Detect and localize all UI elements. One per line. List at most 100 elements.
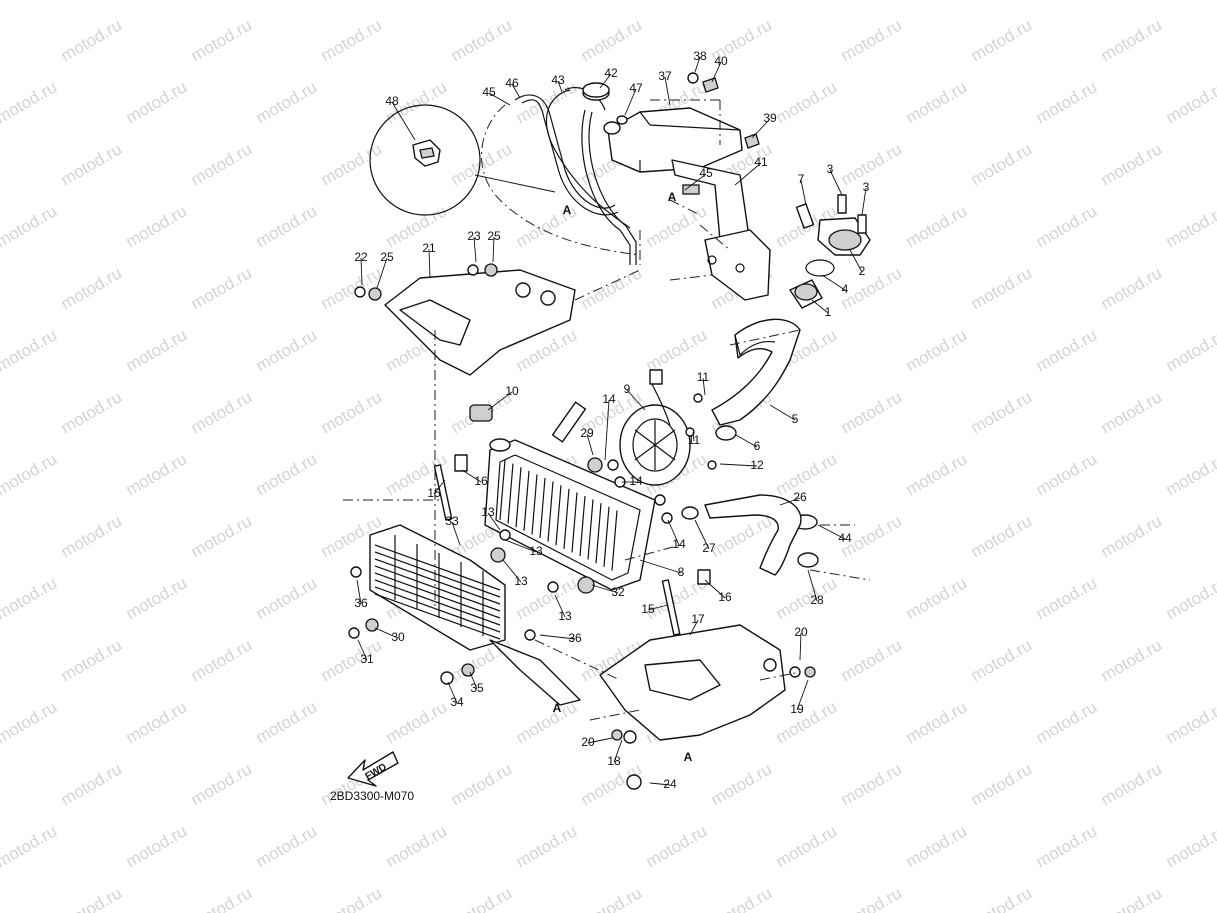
callout-leader [511,83,521,99]
radiator-fin [499,459,506,521]
radiator-fin [603,506,610,567]
upper-hose [711,318,801,426]
watermark-text: motod.ru [318,15,386,65]
watermark-text: motod.ru [1163,0,1217,3]
watermark-text: motod.ru [513,821,581,871]
callout-leader [751,118,771,139]
callout-label: 13 [514,574,528,588]
watermark-text: motod.ru [838,635,906,685]
reservoir-cap [582,82,628,125]
watermark-text: motod.ru [1033,821,1101,871]
watermark-text: motod.ru [188,263,256,313]
watermark-text: motod.ru [1163,325,1217,375]
callout-leader [488,92,511,106]
callout-label: 38 [693,49,707,63]
callout-label: 1 [825,305,832,319]
watermark-text: motod.ru [383,821,451,871]
cover-grid-line [374,586,501,633]
callout-label: 34 [450,695,464,709]
callout-leader [779,497,801,506]
watermark-text: motod.ru [1098,139,1166,189]
callout-label: 46 [505,76,519,90]
watermark-text: motod.ru [643,201,711,251]
watermark-text: motod.ru [1098,263,1166,313]
callout-leader [735,434,758,448]
watermark-text: motod.ru [253,449,321,499]
callout-label: 16 [474,474,488,488]
watermark-text: motod.ru [123,201,191,251]
radiator-fin [539,477,546,539]
thermostat-housing [789,194,871,309]
callout-label: 40 [714,54,728,68]
watermark-text: motod.ru [1163,821,1217,871]
callout-label: 4 [842,282,849,296]
watermark-text: motod.ru [253,0,321,3]
callout-leader [539,634,576,640]
watermark-text: motod.ru [968,263,1036,313]
callout-label: 36 [568,631,582,645]
callout-leader [861,187,867,216]
watermark-text: motod.ru [123,697,191,747]
callout-label: 23 [467,229,481,243]
callout-leader [502,559,522,583]
radiator-fin [547,481,554,542]
cover-grid-line [374,558,501,605]
callout-label: 15 [427,486,441,500]
watermark-text: motod.ru [643,0,711,3]
watermark-text: motod.ru [773,77,841,127]
callout-label: 28 [810,593,824,607]
callout-label: 31 [360,652,374,666]
callout-label: 7 [798,172,805,186]
callout-label: 32 [611,585,625,599]
callout-leader [428,248,431,279]
watermark-text: motod.ru [253,325,321,375]
watermark-text: motod.ru [188,511,256,561]
callout-label: 17 [691,612,705,626]
watermark-text: motod.ru [838,139,906,189]
watermark-text: motod.ru [903,449,971,499]
callout-leader [447,681,458,704]
watermark-text: motod.ru [188,387,256,437]
cover-grid-line [374,544,501,591]
callout-leader [711,61,722,83]
callout-label: 30 [391,630,405,644]
callout-label: 48 [385,94,399,108]
cover-grid-line [374,593,501,640]
callout-label: 13 [481,505,495,519]
watermark-text: motod.ru [1163,573,1217,623]
watermark-text: motod.ru [513,697,581,747]
view-marker-a-2: A [668,190,677,204]
watermark-text: motod.ru [0,821,60,871]
watermark-text: motod.ru [903,0,971,3]
watermark-text: motod.ru [123,573,191,623]
watermark-text: motod.ru [968,883,1036,913]
watermark-text: motod.ru [58,511,126,561]
callout-label: 25 [487,229,501,243]
callout-label: 41 [754,155,768,169]
radiator-fin [571,492,578,553]
callout-leader [799,632,802,661]
watermark-text: motod.ru [0,201,60,251]
radiator-fin [555,485,562,546]
radiator-fin [563,488,570,549]
radiator-fin [579,495,586,557]
watermark-text: motod.ru [838,15,906,65]
cover-grid-line [374,551,501,598]
callout-leader [817,524,846,540]
watermark-text: motod.ru [318,883,386,913]
watermark-text: motod.ru [58,635,126,685]
watermark-text: motod.ru [903,573,971,623]
callout-label: 39 [763,111,777,125]
callout-label: 6 [754,439,761,453]
watermark-text: motod.ru [1098,511,1166,561]
callout-leader [473,236,477,263]
view-marker-a-4: A [684,750,693,764]
callout-label: 3 [827,162,834,176]
radiator-fin [515,467,522,528]
callout-leader [821,274,846,291]
watermark-text: motod.ru [253,697,321,747]
callout-leader [694,56,701,73]
callout-leader [849,249,863,273]
callout-leader [800,179,807,206]
callout-label: 22 [354,250,368,264]
